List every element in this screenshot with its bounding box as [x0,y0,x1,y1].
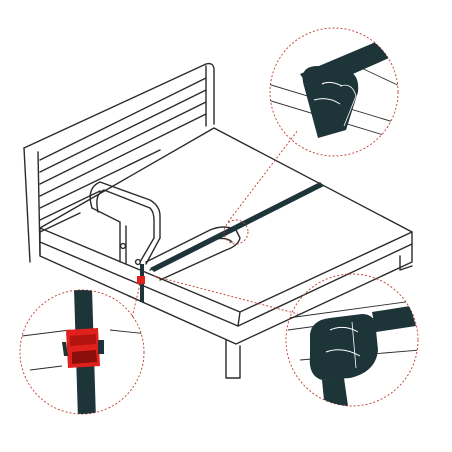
buckle-icon [137,276,145,284]
bed-frame [39,241,413,379]
callout-strap-buckle [19,289,145,415]
strap [137,182,324,302]
callout-strap-loop-top [269,27,399,157]
callout-lines [131,129,299,319]
callout-strap-knot-frame [285,273,419,407]
headboard [23,62,215,263]
